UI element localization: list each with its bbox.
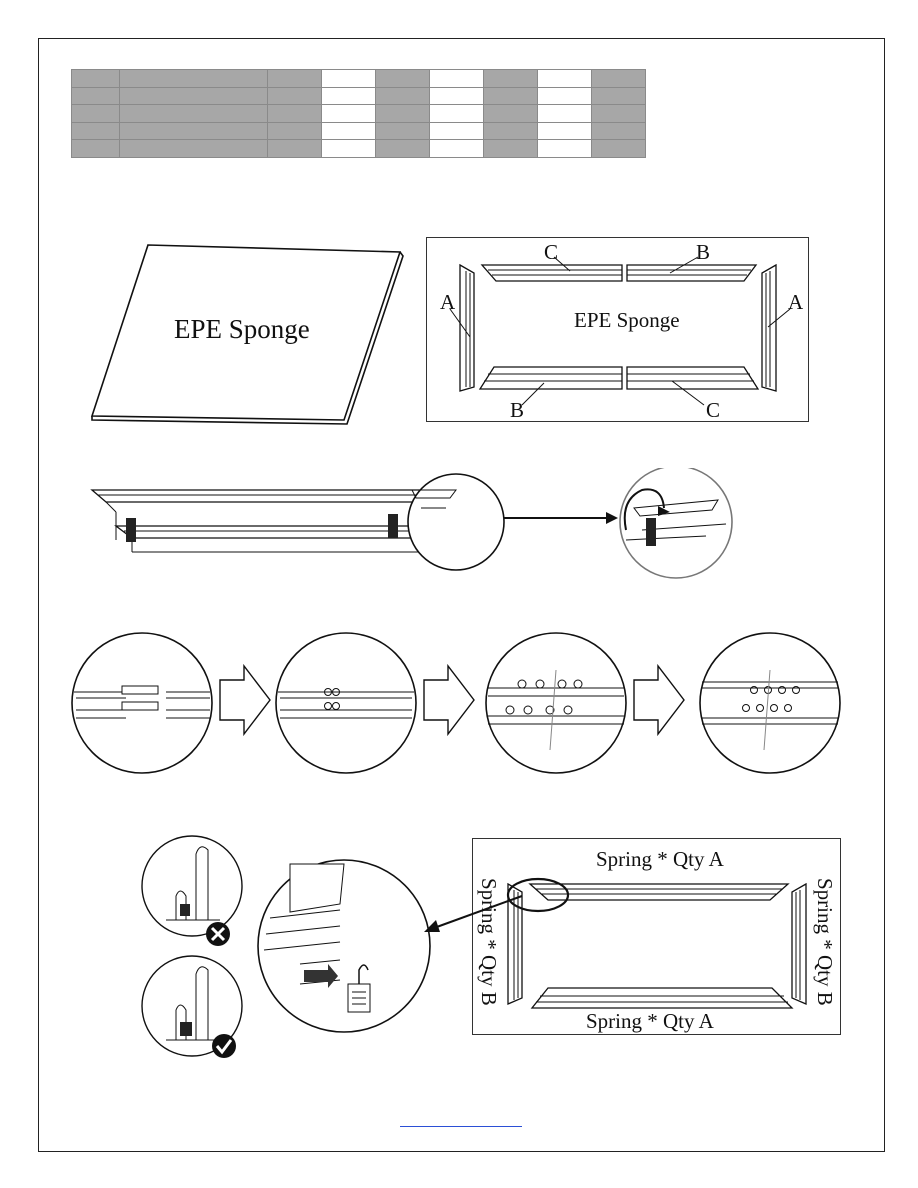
footer-link-underline — [400, 1124, 522, 1127]
rail-label-top-left: C — [544, 240, 558, 264]
table-row — [71, 86, 646, 105]
epe-sponge-sheet-figure: EPE Sponge — [88, 240, 404, 426]
table-row — [71, 121, 646, 140]
table-row — [71, 104, 646, 123]
epe-sponge-label: EPE Sponge — [174, 314, 310, 344]
correct-icon — [212, 1034, 236, 1058]
corner-highlight-ellipse — [506, 877, 570, 913]
epe-sponge-center-label: EPE Sponge — [574, 308, 680, 332]
page-frame — [38, 38, 885, 1152]
incorrect-icon — [206, 922, 230, 946]
spring-top-label: Spring * Qty A — [596, 847, 725, 871]
rail-strap-figure — [86, 468, 746, 588]
spring-right-label: Spring * Qty B — [813, 878, 837, 1006]
spring-detail-figure — [140, 834, 470, 1064]
spec-table — [71, 69, 646, 158]
rail-label-left: A — [440, 290, 456, 314]
rail-label-right: A — [788, 290, 804, 314]
frame-layout-figure: C B A A B C EPE Sponge — [426, 237, 810, 423]
callout-arrow — [420, 890, 530, 940]
rail-label-bottom-left: B — [510, 398, 524, 422]
rail-label-bottom-right: C — [706, 398, 720, 422]
table-row — [71, 69, 646, 88]
joint-plate-sequence-figure — [70, 630, 846, 780]
spring-left-label: Spring * Qty B — [477, 878, 501, 1006]
spring-bottom-label: Spring * Qty A — [586, 1009, 715, 1033]
footer-link[interactable] — [400, 1110, 522, 1124]
spring-layout-figure: Spring * Qty A Spring * Qty A Spring * Q… — [472, 838, 842, 1036]
rail-label-top-right: B — [696, 240, 710, 264]
table-row — [71, 139, 646, 158]
